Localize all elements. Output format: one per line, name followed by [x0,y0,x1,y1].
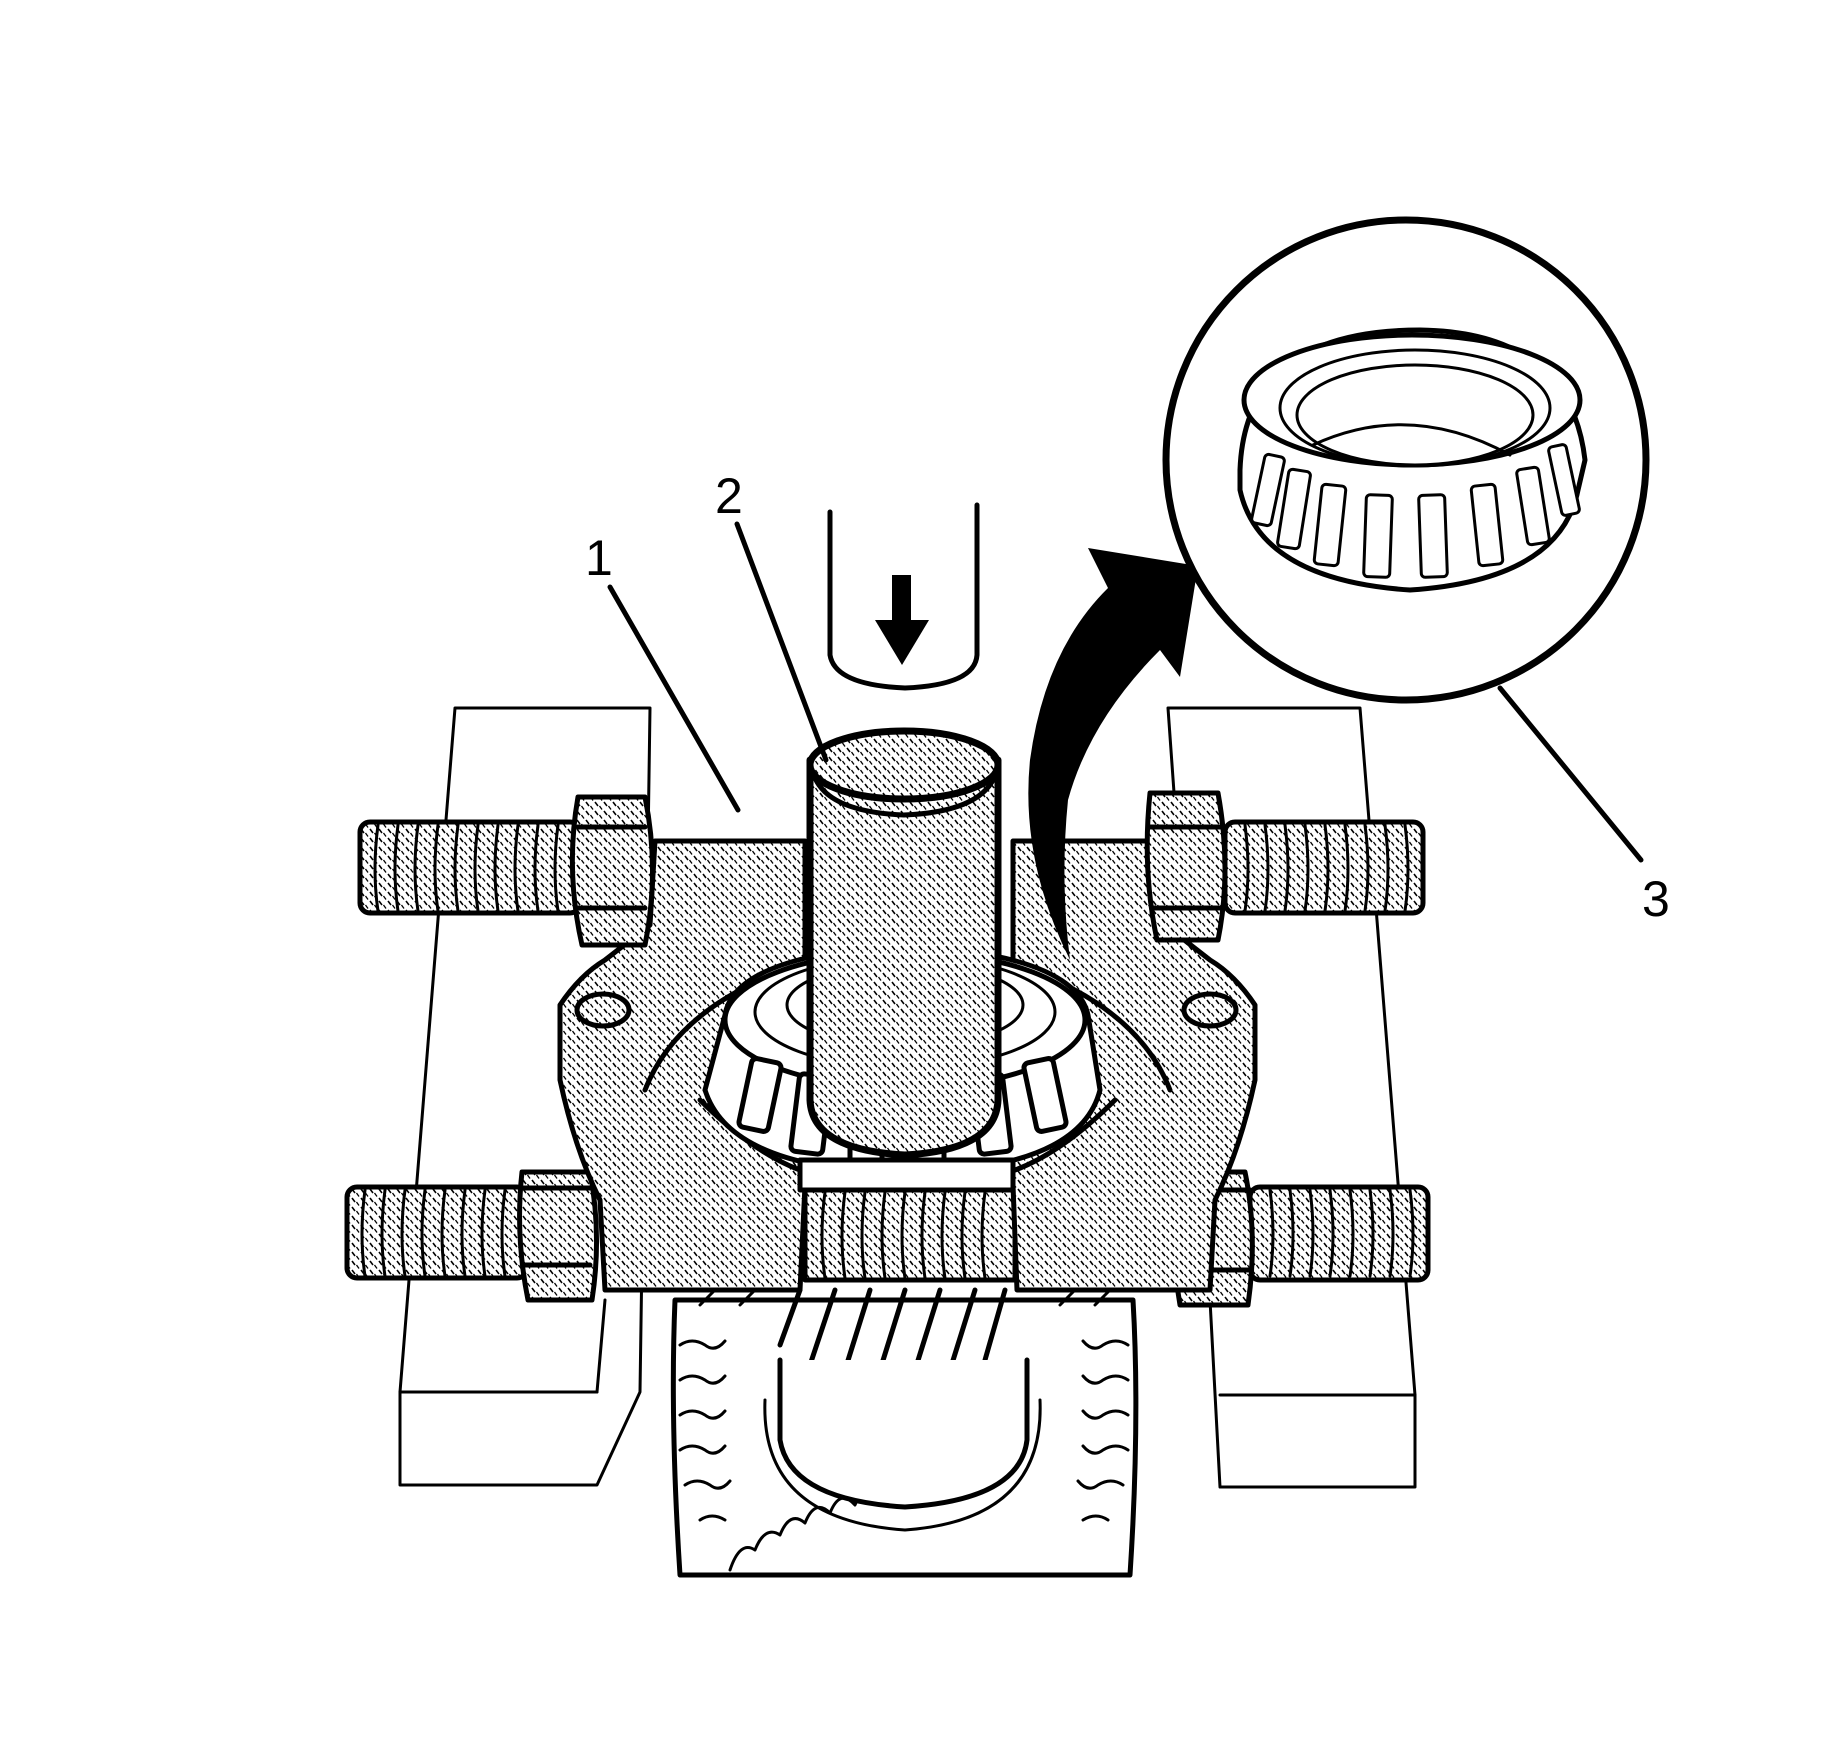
leader-line-1 [607,584,741,813]
press-ram [827,502,980,691]
callout-label-1: 1 [585,530,613,586]
lower-left-nut [517,1169,600,1303]
detail-circle [1162,216,1650,704]
upper-left-bolt [357,819,583,916]
upper-right-bolt [1222,819,1426,916]
leader-line-2 [734,521,829,763]
callout-label-2: 2 [715,468,743,524]
leader-line-3 [1497,685,1644,863]
tapered-roller-bearing-detail [1237,327,1588,593]
upper-right-nut [1144,790,1228,943]
leader-lines [607,521,1644,863]
lower-left-bolt [344,1184,530,1281]
center-threaded-rod [802,1187,1018,1283]
lower-right-bolt [1247,1184,1431,1283]
callout-label-3: 3 [1642,871,1670,927]
press-down-arrow-icon [875,575,929,665]
shaft [806,727,1002,1159]
upper-left-nut [569,794,655,948]
removal-direction-arrow-icon [1028,548,1198,960]
gear [670,1278,1139,1578]
